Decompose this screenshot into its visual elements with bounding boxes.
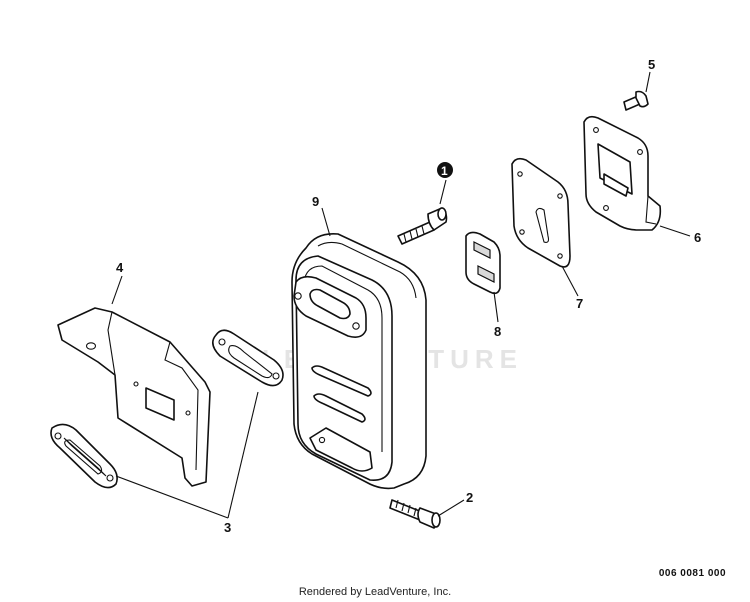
spark-arrestor-screen[interactable] [465, 231, 501, 295]
gasket-upper[interactable] [212, 329, 284, 387]
bolt-2[interactable] [389, 499, 441, 529]
callout-8: 8 [494, 324, 501, 339]
screw-5[interactable] [623, 90, 649, 111]
muffler-body[interactable] [291, 232, 427, 490]
callout-7: 7 [576, 296, 583, 311]
diagram-code: 006 0081 000 [658, 568, 726, 579]
muffler-cover-plate[interactable] [583, 115, 662, 231]
muffler-gasket-plate[interactable] [511, 157, 571, 268]
heat-shield-bracket[interactable] [57, 307, 211, 487]
gasket-lower[interactable] [50, 423, 118, 489]
leader-lines [111, 71, 691, 519]
callout-9: 9 [312, 194, 319, 209]
callout-5: 5 [648, 57, 655, 72]
callout-1: 1 [441, 164, 448, 178]
bolt-1[interactable] [397, 207, 448, 245]
callout-4: 4 [116, 260, 124, 275]
footer-credit: Rendered by LeadVenture, Inc. [298, 586, 452, 598]
callout-1-badge: 1 [437, 162, 453, 178]
callout-2: 2 [466, 490, 473, 505]
callout-6: 6 [694, 230, 701, 245]
callout-3: 3 [224, 520, 231, 535]
callout-labels: 4 3 9 1 2 5 6 7 8 [116, 57, 701, 535]
